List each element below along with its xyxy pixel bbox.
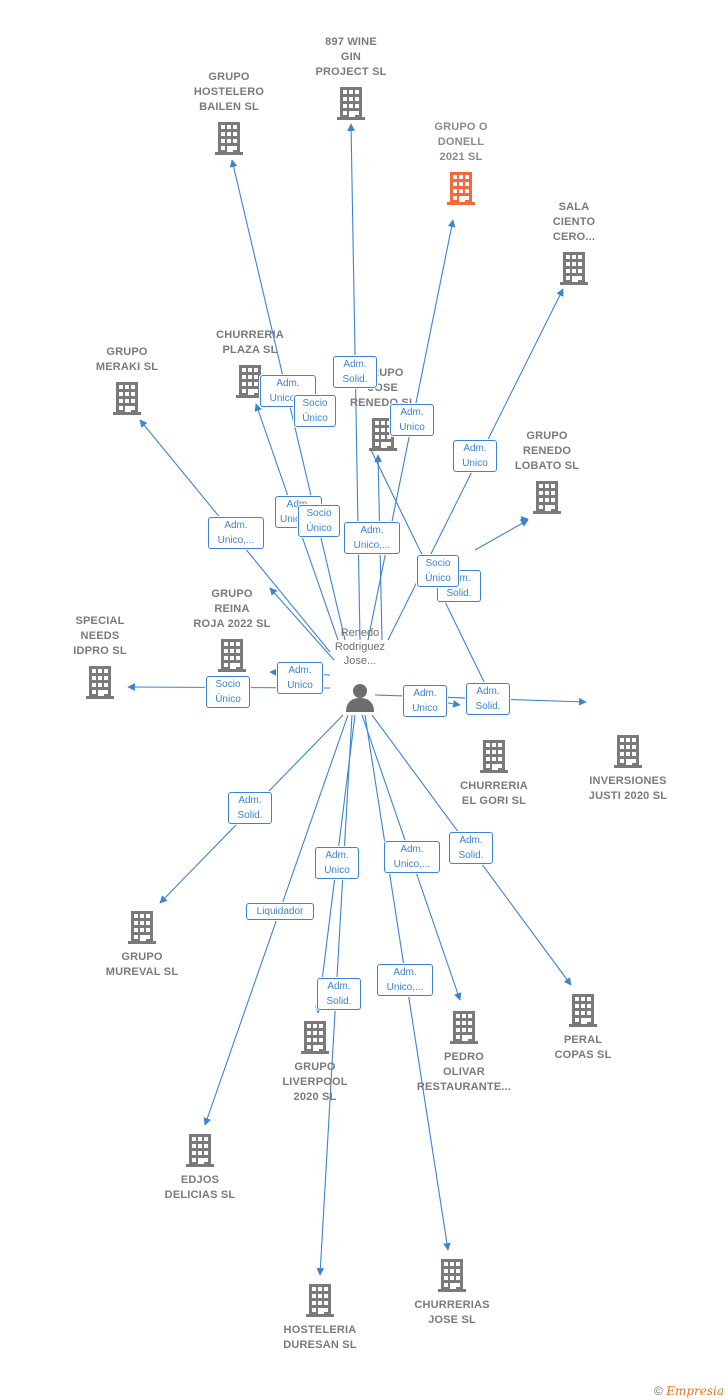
company-label: GRUPO HOSTELERO BAILEN SL <box>193 71 265 113</box>
building-icon <box>306 1284 334 1317</box>
company-label: CHURRERIA EL GORI SL <box>460 780 528 807</box>
company-node[interactable]: HOSTELERIA DURESAN SL <box>265 1283 375 1353</box>
company-node[interactable]: PERAL COPAS SL <box>528 993 638 1063</box>
person-name: Renedo Rodriguez Jose... <box>334 627 386 667</box>
role-badge[interactable]: Adm. Solid. <box>317 978 361 1010</box>
company-node[interactable]: 897 WINE GIN PROJECT SL <box>296 35 406 122</box>
building-icon <box>533 481 561 514</box>
company-node[interactable]: GRUPO HOSTELERO BAILEN SL <box>174 70 284 157</box>
company-label: GRUPO MERAKI SL <box>95 346 159 373</box>
building-icon <box>447 172 475 205</box>
edge-line <box>474 519 529 551</box>
company-label: PEDRO OLIVAR RESTAURANTE... <box>416 1051 512 1093</box>
company-node[interactable]: INVERSIONES JUSTI 2020 SL <box>573 734 683 804</box>
company-label: CHURRERIAS JOSE SL <box>414 1299 490 1326</box>
company-label: SPECIAL NEEDS IDPRO SL <box>73 615 127 657</box>
company-node[interactable]: CHURRERIA EL GORI SL <box>439 739 549 809</box>
edge-line <box>203 714 349 1126</box>
company-label: GRUPO MUREVAL SL <box>105 951 179 978</box>
company-node[interactable]: CHURRERIAS JOSE SL <box>397 1258 507 1328</box>
person-icon <box>346 684 374 712</box>
company-node[interactable]: CHURRERIA PLAZA SL <box>195 328 305 400</box>
company-label: HOSTELERIA DURESAN SL <box>283 1324 357 1351</box>
company-node[interactable]: GRUPO RENEDO LOBATO SL <box>492 429 602 516</box>
building-icon <box>186 1134 214 1167</box>
building-icon <box>480 740 508 773</box>
role-badge[interactable]: Socio Único <box>298 505 340 537</box>
role-badge[interactable]: Socio Único <box>206 676 250 708</box>
building-icon <box>337 87 365 120</box>
role-badge[interactable]: Adm. Unico <box>403 685 447 717</box>
brand-logo: Empresia <box>666 1384 724 1398</box>
role-badge[interactable]: Adm. Unico <box>453 440 497 472</box>
building-icon <box>113 382 141 415</box>
building-icon <box>215 122 243 155</box>
edge-line <box>269 587 335 661</box>
role-badge[interactable]: Liquidador <box>246 903 314 920</box>
copyright-symbol: © <box>654 1384 663 1398</box>
company-label: SALA CIENTO CERO... <box>552 201 596 243</box>
role-badge[interactable]: Adm. Unico <box>315 847 359 879</box>
role-badge[interactable]: Adm. Unico,... <box>208 517 264 549</box>
company-label: GRUPO RENEDO LOBATO SL <box>514 430 580 472</box>
building-icon <box>128 911 156 944</box>
role-badge[interactable]: Adm. Solid. <box>333 356 377 388</box>
role-badge[interactable]: Adm. Solid. <box>228 792 272 824</box>
role-badge[interactable]: Adm. Unico,... <box>377 964 433 996</box>
role-badge[interactable]: Adm. Solid. <box>449 832 493 864</box>
role-badge[interactable]: Socio Único <box>417 555 459 587</box>
company-node[interactable]: GRUPO LIVERPOOL 2020 SL <box>260 1020 370 1105</box>
building-icon <box>218 639 246 672</box>
company-node[interactable]: EDJOS DELICIAS SL <box>145 1133 255 1203</box>
building-icon <box>438 1259 466 1292</box>
person-node[interactable]: Renedo Rodriguez Jose... <box>315 626 405 717</box>
building-icon <box>450 1011 478 1044</box>
edge-line <box>519 516 529 524</box>
company-label: GRUPO REINA ROJA 2022 SL <box>193 588 271 630</box>
building-icon <box>301 1021 329 1054</box>
company-label: GRUPO LIVERPOOL 2020 SL <box>282 1061 348 1103</box>
company-node[interactable]: GRUPO O DONELL 2021 SL <box>406 120 516 207</box>
company-node[interactable]: GRUPO MUREVAL SL <box>87 910 197 980</box>
company-label: GRUPO O DONELL 2021 SL <box>434 121 488 163</box>
role-badge[interactable]: Adm. Unico <box>390 404 434 436</box>
role-badge[interactable]: Adm. Unico,... <box>344 522 400 554</box>
company-label: PERAL COPAS SL <box>554 1034 612 1061</box>
role-badge[interactable]: Adm. Solid. <box>466 683 510 715</box>
footer-brand: © Empresia <box>654 1384 724 1398</box>
company-node[interactable]: SPECIAL NEEDS IDPRO SL <box>45 614 155 701</box>
company-node[interactable]: GRUPO MERAKI SL <box>72 345 182 417</box>
building-icon <box>86 666 114 699</box>
company-label: CHURRERIA PLAZA SL <box>216 329 284 356</box>
building-icon <box>560 252 588 285</box>
company-label: EDJOS DELICIAS SL <box>164 1174 236 1201</box>
role-badge[interactable]: Adm. Unico,... <box>384 841 440 873</box>
role-badge[interactable]: Socio Único <box>294 395 336 427</box>
building-icon <box>569 994 597 1027</box>
company-label: INVERSIONES JUSTI 2020 SL <box>588 775 668 802</box>
role-badge[interactable]: Adm. Unico <box>277 662 323 694</box>
company-node[interactable]: PEDRO OLIVAR RESTAURANTE... <box>409 1010 519 1095</box>
building-icon <box>614 735 642 768</box>
company-node[interactable]: GRUPO REINA ROJA 2022 SL <box>177 587 287 674</box>
company-node[interactable]: SALA CIENTO CERO... <box>519 200 629 287</box>
company-label: 897 WINE GIN PROJECT SL <box>315 36 387 78</box>
